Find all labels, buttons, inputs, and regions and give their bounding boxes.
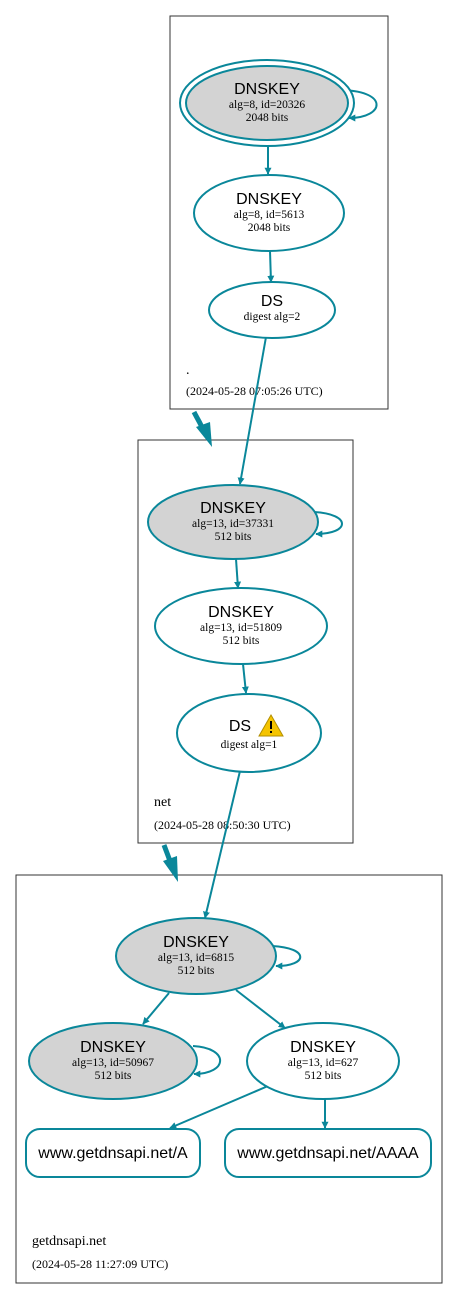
node-gd-ksk-line1: alg=13, id=6815 <box>158 952 234 964</box>
edge-net-ksk-to-zsk <box>234 558 242 589</box>
edge-gd-ksk-self <box>271 945 302 970</box>
node-root-zsk[interactable]: DNSKEY alg=8, id=5613 2048 bits <box>193 174 345 252</box>
rrset-aaaa-label: www.getdnsapi.net/AAAA <box>236 1145 419 1162</box>
node-root-ksk-line2: 2048 bits <box>246 112 289 124</box>
node-gd-key2[interactable]: DNSKEY alg=13, id=627 512 bits <box>246 1022 400 1100</box>
zone-getdnsapi-name: getdnsapi.net <box>32 1234 106 1249</box>
node-gd-key1-title: DNSKEY <box>80 1039 146 1056</box>
zone-net-timestamp: (2024-05-28 08:50:30 UTC) <box>154 818 291 832</box>
zone-root-timestamp: (2024-05-28 07:05:26 UTC) <box>186 384 323 398</box>
node-net-zsk-line1: alg=13, id=51809 <box>200 622 282 634</box>
node-root-ksk-title: DNSKEY <box>234 81 300 98</box>
warning-triangle-icon[interactable] <box>258 713 284 737</box>
node-gd-key2-line2: 512 bits <box>305 1070 342 1082</box>
rrset-aaaa[interactable]: www.getdnsapi.net/AAAA <box>224 1128 432 1178</box>
node-root-zsk-line2: 2048 bits <box>248 222 291 234</box>
node-net-ksk-line2: 512 bits <box>215 531 252 543</box>
edge-root-ds-to-net-ksk <box>237 336 267 485</box>
node-root-ds-line1: digest alg=2 <box>244 311 301 323</box>
zone-getdnsapi-timestamp: (2024-05-28 11:27:09 UTC) <box>32 1257 168 1271</box>
delegation-arrow-root-net <box>191 410 212 447</box>
node-gd-key1-line1: alg=13, id=50967 <box>72 1057 154 1069</box>
node-root-ksk-line1: alg=8, id=20326 <box>229 99 305 111</box>
node-gd-key2-line1: alg=13, id=627 <box>288 1057 359 1069</box>
node-net-zsk[interactable]: DNSKEY alg=13, id=51809 512 bits <box>154 587 328 665</box>
node-net-ds-title: DS <box>229 718 251 735</box>
zone-root-name: . <box>186 363 190 378</box>
edge-root-zsk-to-ds <box>267 250 275 283</box>
node-net-zsk-title: DNSKEY <box>208 604 274 621</box>
node-net-ksk-line1: alg=13, id=37331 <box>192 518 274 530</box>
node-net-ksk-title: DNSKEY <box>200 500 266 517</box>
node-gd-ksk-title: DNSKEY <box>163 934 229 951</box>
edge-net-ksk-self <box>313 511 343 538</box>
edge-root-ksk-self <box>337 89 378 122</box>
node-net-zsk-line2: 512 bits <box>223 635 260 647</box>
edge-gd-key2-to-a <box>169 1085 269 1129</box>
rrset-a-label: www.getdnsapi.net/A <box>37 1145 188 1162</box>
edge-gd-ksk-to-key1 <box>142 992 170 1025</box>
node-gd-ksk[interactable]: DNSKEY alg=13, id=6815 512 bits <box>115 917 277 995</box>
node-net-ds-line1: digest alg=1 <box>221 739 278 751</box>
node-net-ds[interactable]: DS digest alg=1 <box>176 693 322 773</box>
node-gd-key1-line2: 512 bits <box>95 1070 132 1082</box>
node-net-ksk[interactable]: DNSKEY alg=13, id=37331 512 bits <box>147 484 319 560</box>
node-gd-key1[interactable]: DNSKEY alg=13, id=50967 512 bits <box>28 1022 198 1100</box>
edge-gd-ksk-to-key2 <box>235 989 286 1029</box>
node-root-ds-title: DS <box>261 293 283 310</box>
node-root-zsk-line1: alg=8, id=5613 <box>234 209 305 221</box>
rrset-a[interactable]: www.getdnsapi.net/A <box>25 1128 201 1178</box>
node-gd-key2-title: DNSKEY <box>290 1039 356 1056</box>
node-root-ksk[interactable]: DNSKEY alg=8, id=20326 2048 bits <box>179 59 355 147</box>
node-gd-ksk-line2: 512 bits <box>178 965 215 977</box>
edge-net-zsk-to-ds <box>241 663 249 694</box>
delegation-arrow-net-getdnsapi <box>161 844 178 882</box>
edge-net-ds-to-gd-ksk <box>203 770 241 919</box>
node-root-zsk-title: DNSKEY <box>236 191 302 208</box>
zone-net-name: net <box>154 795 171 810</box>
node-root-ds[interactable]: DS digest alg=2 <box>208 281 336 339</box>
edge-gd-key1-self <box>192 1045 222 1078</box>
